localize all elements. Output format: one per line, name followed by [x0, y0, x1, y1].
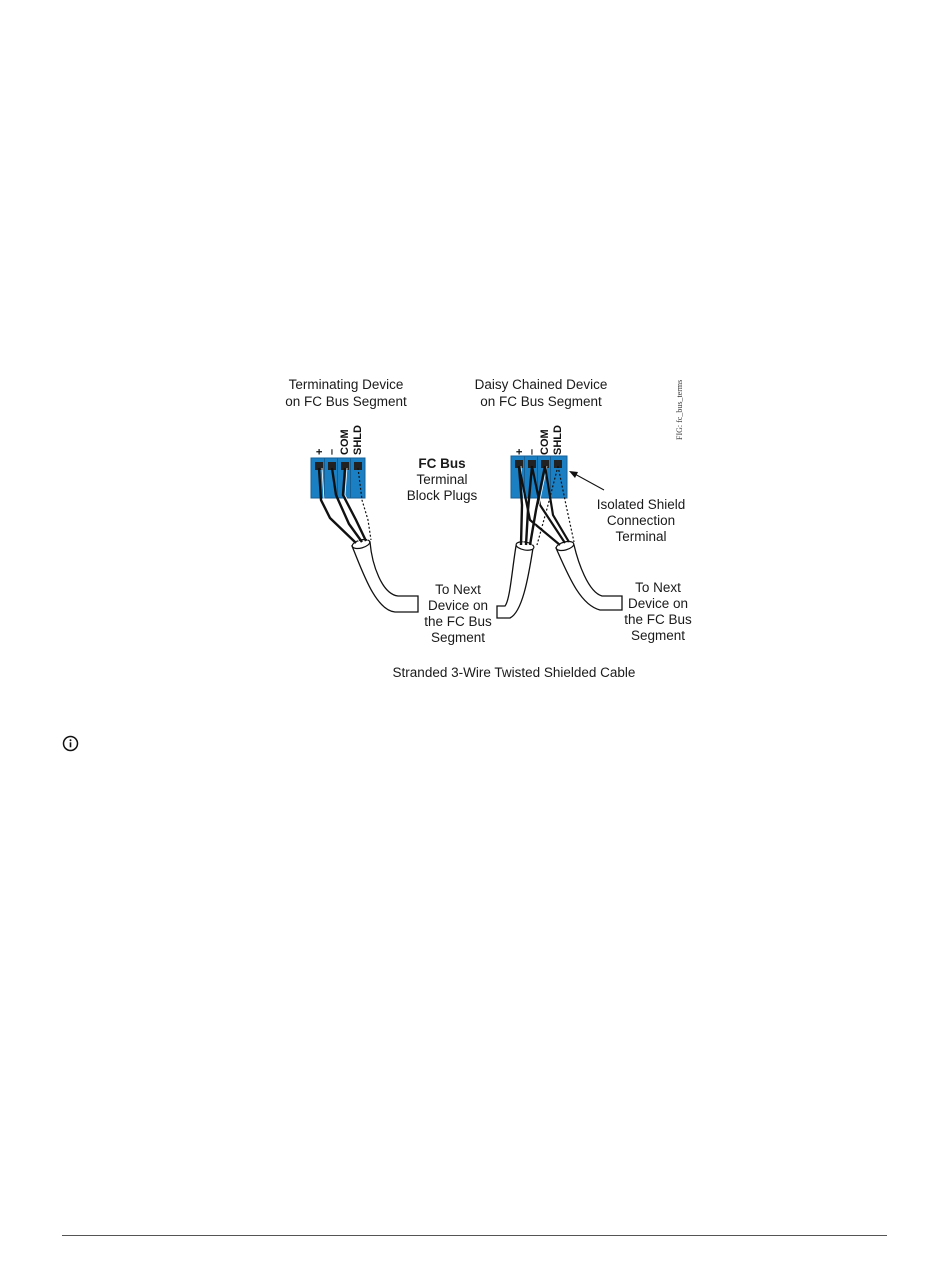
daisy-chained-device-label-line1: Daisy Chained Device: [475, 377, 608, 392]
next-device-right-line3: the FC Bus: [624, 612, 692, 627]
next-device-left-line4: Segment: [431, 630, 485, 645]
cable-right-a: [497, 546, 533, 618]
terminating-device-label-line1: Terminating Device: [289, 377, 404, 392]
next-device-left-line1: To Next: [435, 582, 481, 597]
fc-bus-label-line3: Block Plugs: [407, 488, 478, 503]
terminal-minus-right: –: [526, 449, 538, 455]
isolated-shield-label-line2: Connection: [607, 513, 675, 528]
terminating-device-label-line2: on FC Bus Segment: [285, 394, 407, 409]
isolated-shield-label-line1: Isolated Shield: [597, 497, 686, 512]
terminal-plus-right: +: [514, 449, 526, 455]
next-device-left-line3: the FC Bus: [424, 614, 492, 629]
isolated-shield-arrow: [569, 471, 604, 490]
next-device-right-line4: Segment: [631, 628, 685, 643]
daisy-chained-device-label-line2: on FC Bus Segment: [480, 394, 602, 409]
terminal-com-left: COM: [339, 429, 351, 455]
info-icon: [62, 735, 79, 752]
terminal-shld-left: SHLD: [352, 425, 364, 455]
next-device-left-line2: Device on: [428, 598, 488, 613]
figure-id: FIG: fc_bus_terms: [675, 380, 684, 440]
terminal-shld-right: SHLD: [552, 425, 564, 455]
fc-bus-label-title: FC Bus: [418, 456, 465, 471]
diagram-caption: Stranded 3-Wire Twisted Shielded Cable: [393, 665, 636, 680]
cable-left: [352, 542, 418, 612]
next-device-right-line1: To Next: [635, 580, 681, 595]
cable-right-b: [556, 545, 622, 610]
terminal-minus-left: –: [326, 449, 338, 455]
terminal-plus-left: +: [314, 449, 326, 455]
footer-divider: [62, 1235, 887, 1236]
next-device-right-line2: Device on: [628, 596, 688, 611]
terminal-com-right: COM: [539, 429, 551, 455]
fc-bus-label-line2: Terminal: [416, 472, 467, 487]
isolated-shield-label-line3: Terminal: [615, 529, 666, 544]
